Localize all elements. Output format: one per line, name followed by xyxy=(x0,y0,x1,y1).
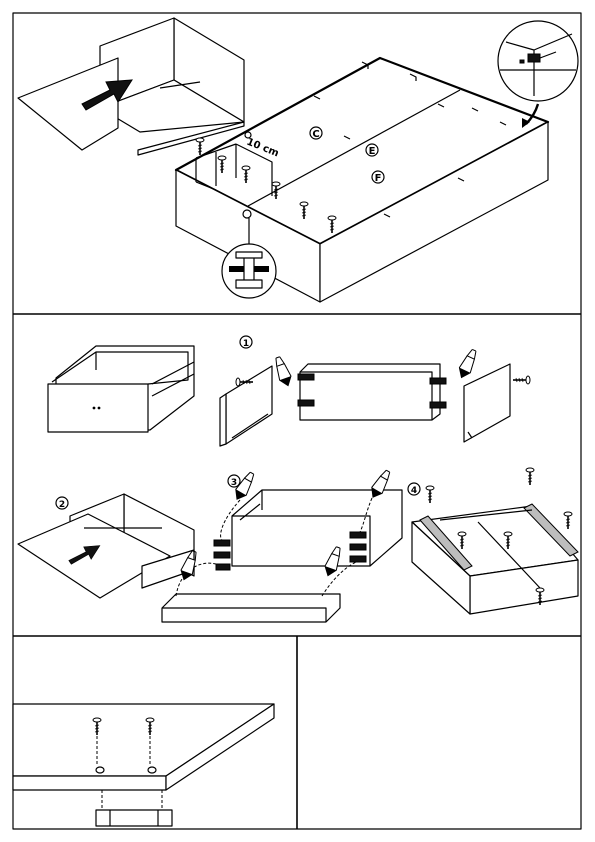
step-1-illustration: 1 xyxy=(219,335,531,447)
part-label-c: C xyxy=(312,129,319,140)
step-3-label: 3 xyxy=(231,478,237,488)
glue-dowels-left xyxy=(213,539,231,571)
step-4-illustration: 4 xyxy=(407,467,579,615)
drawer-insert-illustration xyxy=(17,17,245,156)
panel-top-fixing xyxy=(12,703,275,827)
part-label-f: F xyxy=(375,173,382,184)
panel-drawer-assembly: 1 2 3 xyxy=(17,335,579,623)
step-2-marker xyxy=(55,496,69,510)
step-2-illustration: 2 xyxy=(17,493,195,599)
part-label-e-marker xyxy=(365,143,379,157)
part-label-e: E xyxy=(369,146,376,157)
connector-point xyxy=(244,131,252,139)
step-3-marker xyxy=(227,474,241,488)
assembled-drawer-illustration xyxy=(47,345,195,433)
part-label-c-marker xyxy=(309,126,323,140)
step-4-marker xyxy=(407,482,421,496)
cabinet-illustration: C E F 10 cm xyxy=(174,56,550,303)
step-3-illustration: 3 xyxy=(161,467,403,623)
glue-dowels-right xyxy=(349,531,367,563)
connector-point xyxy=(242,209,252,219)
h-connector-detail-callout xyxy=(221,218,277,299)
part-label-f-marker xyxy=(371,170,385,184)
panel-drawer-cabinet: C E F 10 cm xyxy=(17,17,579,303)
corner-bracket-detail-callout xyxy=(497,20,579,128)
step-2-label: 2 xyxy=(59,500,65,510)
step-1-label: 1 xyxy=(243,339,249,349)
step-4-label: 4 xyxy=(411,486,417,496)
step-1-marker xyxy=(239,335,253,349)
